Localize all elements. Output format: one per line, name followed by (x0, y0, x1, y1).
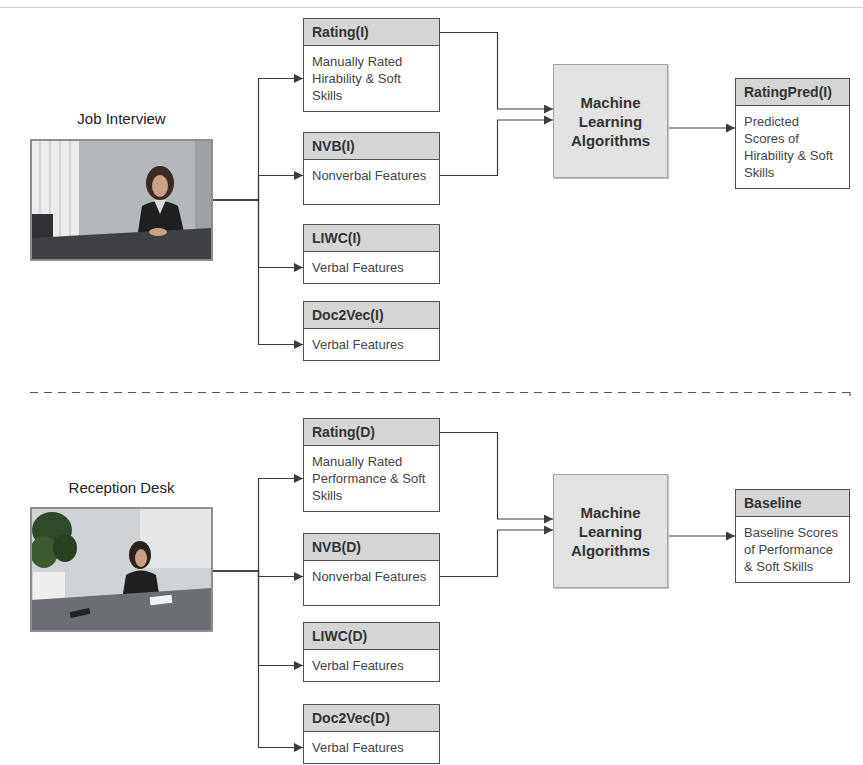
algorithm-label: Machine Learning Algorithms (554, 499, 667, 564)
box-body: Verbal Features (304, 732, 439, 763)
reception-photo (30, 508, 212, 631)
box-heading: LIWC(D) (312, 627, 431, 645)
feature-box: BaselineBaseline Scores of Performance &… (735, 489, 850, 583)
flow-arrow (440, 530, 553, 577)
box-heading: Rating(D) (312, 423, 431, 441)
box-description: Verbal Features (312, 336, 431, 353)
box-body: Predicted Scores of Hirability & Soft Sk… (736, 106, 849, 188)
box-header: RatingPred(I) (736, 79, 849, 106)
feature-box: Rating(I) Manually Rated Hirability & Sof… (303, 18, 440, 112)
flow-arrow (213, 479, 303, 572)
flow-arrow (440, 120, 553, 176)
box-description: Verbal Features (312, 259, 431, 276)
box-body: Manually Rated Hirability & Soft Skills (304, 46, 439, 111)
box-description: Predicted Scores of Hirability & Soft Sk… (744, 113, 841, 181)
flow-arrow (440, 433, 553, 520)
box-header: Doc2Vec(I) (304, 302, 439, 329)
box-description: Manually Rated Hirability & Soft Skills (312, 53, 431, 104)
box-body: Baseline Scores of Performance & Soft Sk… (736, 517, 849, 582)
flow-arrow (213, 200, 303, 345)
box-heading: Doc2Vec(I) (312, 306, 431, 324)
flow-arrow (213, 571, 303, 748)
box-body: Verbal Features (304, 252, 439, 283)
top-rule (0, 7, 863, 8)
photo-caption: Job Interview (77, 110, 165, 127)
box-header: LIWC(D) (304, 623, 439, 650)
box-body: Verbal Features (304, 329, 439, 360)
flow-arrow (440, 33, 553, 110)
interview-photo (31, 140, 212, 260)
box-header: Doc2Vec(D) (304, 705, 439, 732)
box-description: Verbal Features (312, 657, 431, 674)
box-heading: RatingPred(I) (744, 83, 841, 101)
algorithm-box: Machine Learning Algorithms (553, 474, 668, 588)
box-body: Nonverbal Features (304, 561, 439, 592)
feature-box: Rating(D) Manually Rated Performance & So… (303, 418, 440, 512)
photo-caption: Reception Desk (69, 479, 175, 496)
feature-box: Doc2Vec(I) Verbal Features (303, 301, 440, 361)
photo-panel: Reception Desk (30, 475, 213, 632)
box-heading: Doc2Vec(D) (312, 709, 431, 727)
box-description: Nonverbal Features (312, 568, 431, 585)
feature-box: RatingPred(I) Predicted Scores of Hirabil… (735, 78, 850, 189)
feature-box: NVB(I) Nonverbal Features (303, 132, 440, 205)
box-header: Rating(I) (304, 19, 439, 46)
box-description: Manually Rated Performance & Soft Skills (312, 453, 431, 504)
feature-box: LIWC(I) Verbal Features (303, 224, 440, 284)
box-header: Baseline (736, 490, 849, 517)
box-header: LIWC(I) (304, 225, 439, 252)
algorithm-label: Machine Learning Algorithms (554, 89, 667, 154)
section-divider (30, 393, 850, 397)
feature-box: LIWC(D) Verbal Features (303, 622, 440, 682)
box-body: Nonverbal Features (304, 160, 439, 191)
feature-box: Doc2Vec(D) Verbal Features (303, 704, 440, 764)
photo-panel: Job Interview (30, 106, 213, 261)
flow-arrow (668, 127, 735, 128)
algorithm-box: Machine Learning Algorithms (553, 64, 668, 178)
box-header: NVB(D) (304, 534, 439, 561)
box-description: Verbal Features (312, 739, 431, 756)
box-heading: LIWC(I) (312, 229, 431, 247)
box-heading: NVB(I) (312, 137, 431, 155)
box-body: Manually Rated Performance & Soft Skills (304, 446, 439, 511)
feature-box: NVB(D) Nonverbal Features (303, 533, 440, 606)
box-body: Verbal Features (304, 650, 439, 681)
box-header: NVB(I) (304, 133, 439, 160)
box-header: Rating(D) (304, 419, 439, 446)
flow-arrow (213, 79, 303, 201)
box-heading: Baseline (744, 494, 841, 512)
box-heading: NVB(D) (312, 538, 431, 556)
flow-arrow (668, 535, 735, 536)
box-description: Nonverbal Features (312, 167, 431, 184)
flow-arrow (213, 176, 303, 201)
box-description: Baseline Scores of Performance & Soft Sk… (744, 524, 841, 575)
box-heading: Rating(I) (312, 23, 431, 41)
